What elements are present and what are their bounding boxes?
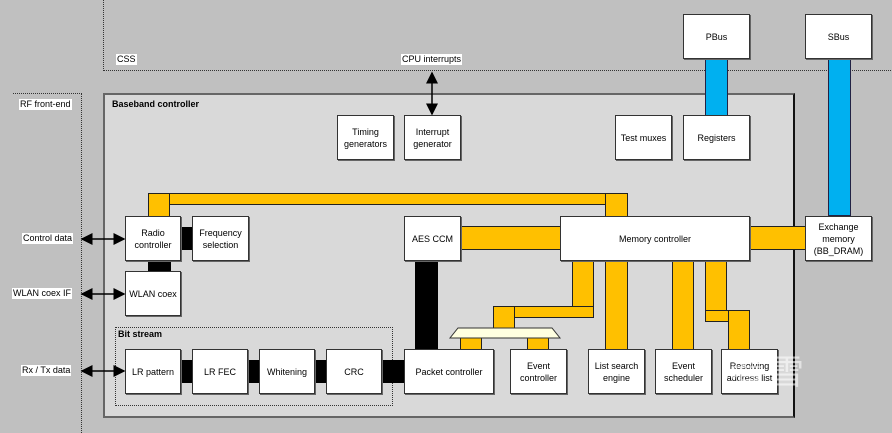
- timing-generators-block[interactable]: Timing generators: [337, 115, 394, 160]
- test-muxes-block[interactable]: Test muxes: [615, 115, 672, 160]
- packet-controller-block[interactable]: Packet controller: [404, 349, 494, 394]
- baseband-controller-label: Baseband controller: [112, 99, 200, 109]
- css-region: [103, 0, 892, 71]
- exchange-memory-block[interactable]: Exchange memory (BB_DRAM): [805, 216, 872, 261]
- radio-wlan-link: [148, 260, 171, 272]
- lr-fec-block[interactable]: LR FEC: [192, 349, 248, 394]
- rx-tx-data-label: Rx / Tx data: [21, 365, 72, 376]
- watermark-logo: 看雪: [730, 354, 810, 392]
- cpu-interrupts-label: CPU interrupts: [401, 54, 463, 65]
- list-search-engine-block[interactable]: List search engine: [588, 349, 645, 394]
- radio-controller-block[interactable]: Radio controller: [125, 216, 181, 261]
- frequency-selection-block[interactable]: Frequency selection: [192, 216, 249, 261]
- aes-memory-bus: [460, 226, 562, 250]
- rf-front-end-region: [13, 93, 82, 433]
- bus-arbiter-shape: [448, 327, 562, 339]
- bitstream-link-2: [247, 360, 262, 383]
- interrupt-generator-block[interactable]: Interrupt generator: [404, 115, 461, 160]
- crc-block[interactable]: CRC: [326, 349, 382, 394]
- sbus-block[interactable]: SBus: [805, 14, 872, 59]
- memory-controller-block[interactable]: Memory controller: [560, 216, 750, 261]
- rf-front-end-label: RF front-end: [19, 99, 72, 110]
- event-controller-block[interactable]: Event controller: [510, 349, 567, 394]
- whitening-block[interactable]: Whitening: [259, 349, 315, 394]
- resolving-address-list-block[interactable]: Resolving address list: [721, 349, 778, 394]
- lr-pattern-block[interactable]: LR pattern: [125, 349, 181, 394]
- bitstream-link-4: [381, 360, 406, 383]
- wlan-coex-block[interactable]: WLAN coex: [125, 271, 181, 316]
- bit-stream-label: Bit stream: [118, 329, 163, 339]
- bitstream-link-1: [180, 360, 195, 383]
- radio-frequency-link: [180, 227, 192, 250]
- exchange-memory-bus: [748, 226, 810, 250]
- aes-ccm-block[interactable]: AES CCM: [404, 216, 461, 261]
- registers-block[interactable]: Registers: [683, 115, 750, 160]
- css-region-label: CSS: [116, 54, 137, 65]
- wlan-coex-if-label: WLAN coex IF: [12, 288, 73, 299]
- control-data-label: Control data: [22, 233, 74, 244]
- aes-packet-link: [415, 260, 438, 352]
- pbus-block[interactable]: PBus: [683, 14, 750, 59]
- bitstream-link-3: [314, 360, 329, 383]
- event-scheduler-block[interactable]: Event scheduler: [655, 349, 712, 394]
